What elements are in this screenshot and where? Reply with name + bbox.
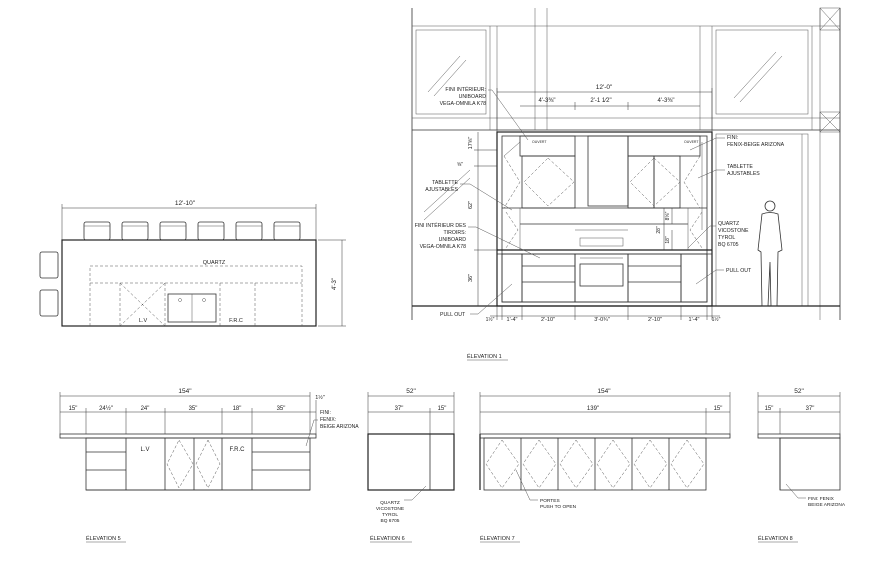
elev5-note-3: BEIGE ARIZONA: [320, 424, 359, 430]
elev5-d1: 15": [69, 406, 78, 412]
elevation-7: 154" 139" 15" PORTES PUSH TO OPEN ÉLEVAT…: [479, 388, 731, 543]
elev6-d2: 15": [438, 406, 447, 412]
elev6-note-4: BQ 6705: [381, 518, 400, 524]
plan-overall-dim: 12'-10": [175, 200, 196, 207]
elev1-note-tir-2: TIROIRS:: [444, 230, 466, 236]
elev1-left-h3: 62": [468, 201, 474, 209]
elev5-frc-label: F.R.C: [230, 447, 246, 453]
elev1-note-fini-int-1: FINI INTÉRIEUR:: [445, 86, 486, 93]
plan-frc-label: F.R.C: [229, 318, 243, 324]
elev1-note-tir-4: VEGA-OMNILA K78: [420, 244, 467, 250]
elevation-6: 52" 37" 15" QUARTZ VICOSTONE TYROL BQ 67…: [367, 388, 455, 543]
elev1-note-fini-r1: FINI:: [727, 135, 738, 141]
elev5-countertop: [59, 433, 317, 439]
elev5-d7: 1½": [315, 394, 325, 401]
elev6-overall-dim: 52": [406, 388, 416, 395]
elev1-note-tab-l2: AJUSTABLES: [425, 187, 458, 193]
elev1-note-tir-1: FINI INTÉRIEUR DES: [415, 222, 467, 229]
elev1-overall-dim: 12'-0": [596, 84, 613, 91]
elev1-bot-1: 1½": [486, 316, 495, 323]
elev1-note-fini-int-3: VEGA-OMNILA K78: [440, 101, 487, 107]
elev1-note-quartz-1: QUARTZ: [718, 221, 739, 227]
elev1-dim-top-mid: 2'-1 1⁄2": [590, 98, 611, 104]
elev1-note-quartz-3: TYROL: [718, 235, 735, 241]
elev8-d2: 37": [806, 406, 815, 412]
elevation-5: 154" 15" 24½" 24" 35" 18" 35" 1½" L.V F.…: [59, 388, 359, 543]
elev1-title: ÉLEVATION 1: [467, 353, 502, 360]
elev1-note-pull-left: PULL OUT: [440, 312, 466, 318]
elevation-1: 12'-0" 4'-3⅜" 2'-1 1⁄2" 4'-3⅜" OUVERT OU…: [411, 7, 841, 361]
elev7-countertop: [479, 433, 731, 439]
elevation-8: 52" 15" 37" FINI: FENIX BEIGE ARIZONA ÉL…: [757, 388, 846, 543]
elev8-note-2: BEIGE ARIZONA: [808, 502, 846, 508]
elev1-bot-3: 2'-10": [541, 317, 555, 323]
elev1-mid-h3: 18": [665, 236, 671, 244]
elev1-left-h4: 36": [468, 274, 474, 282]
elev1-mid-h1: 28": [656, 226, 662, 234]
elev5-d2: 24½": [99, 405, 113, 412]
elev5-d3: 24": [141, 406, 150, 412]
elev1-dim-top-right: 4'-3⅜": [658, 98, 675, 104]
person-figure: [757, 200, 783, 307]
elev8-countertop: [757, 433, 841, 439]
elev1-bot-2: 1'-4": [507, 317, 518, 323]
elev1-mid-h2: 8⅝": [665, 211, 671, 220]
elev1-note-tab-l1: TABLETTE: [432, 180, 458, 186]
elev5-d6: 35": [277, 406, 286, 412]
elev6-note-3: TYROL: [382, 512, 398, 518]
elev7-note-1: PORTES: [540, 498, 560, 504]
elev1-note-quartz-4: BQ 6705: [718, 242, 739, 248]
elev6-d1: 37": [395, 406, 404, 412]
plan-depth-dim: 4'-3": [332, 278, 338, 290]
elev5-note-1: FINI:: [320, 410, 331, 416]
elev1-bot-5: 2'-10": [648, 317, 662, 323]
elev1-dim-top-left: 4'-3⅜": [539, 98, 556, 104]
elev1-note-tab-r2: AJUSTABLES: [727, 171, 760, 177]
elev1-note-fini-r2: FENIX-BEIGE ARIZONA: [727, 142, 785, 148]
elev5-note-2: FENIX:: [320, 417, 336, 423]
elev1-range-hood: [587, 135, 629, 207]
elev6-note-1: QUARTZ: [380, 500, 400, 506]
plan-view: 12'-10" QUARTZ L.V F.R.C: [39, 200, 346, 327]
elev1-note-tir-3: UNIBOARD: [439, 237, 467, 243]
plan-lv-label: L.V: [139, 318, 148, 324]
elev5-d5: 18": [233, 406, 242, 412]
elev1-range: [574, 253, 629, 303]
elev1-bot-6: 1'-4": [689, 317, 700, 323]
elev1-left-h2: ⅝": [457, 162, 463, 168]
elev7-overall-dim: 154": [597, 388, 611, 395]
elev8-note-1: FINI: FENIX: [808, 496, 835, 502]
elev7-title: ÉLEVATION 7: [480, 535, 515, 542]
elev7-d1: 139": [587, 406, 599, 412]
elev1-note-pull-right: PULL OUT: [726, 268, 752, 274]
elev1-bot-4: 3'-0¾": [594, 317, 610, 323]
elev5-title: ÉLEVATION 5: [86, 535, 121, 542]
elev7-d2: 15": [714, 406, 723, 412]
elev1-ouvert-left: OUVERT: [532, 140, 547, 144]
plan-island-outline: [61, 239, 317, 327]
elev8-d1: 15": [765, 406, 774, 412]
elev1-note-tab-r1: TABLETTE: [727, 164, 753, 170]
plan-stool-side-1: [39, 251, 59, 279]
elev8-overall-dim: 52": [794, 388, 804, 395]
elev6-note-2: VICOSTONE: [376, 506, 404, 512]
elev1-note-quartz-2: VICOSTONE: [718, 228, 749, 234]
plan-quartz-label: QUARTZ: [203, 260, 226, 266]
elev5-lv-label: L.V: [140, 447, 149, 453]
plan-stool-side-2: [39, 289, 59, 317]
elev6-island-side: [367, 433, 455, 491]
elev1-bot-7: 1½": [712, 316, 721, 323]
elev5-d4: 35": [189, 406, 198, 412]
elev7-note-2: PUSH TO OPEN: [540, 504, 577, 510]
elev8-title: ÉLEVATION 8: [758, 535, 793, 542]
elev1-left-h1: 17⅝": [468, 137, 474, 150]
elev6-title: ÉLEVATION 6: [370, 535, 405, 542]
elev1-ouvert-right: OUVERT: [684, 140, 699, 144]
elev1-cabinet-casing: [496, 131, 713, 307]
elev5-overall-dim: 154": [178, 388, 192, 395]
plan-stools-top: [83, 221, 301, 241]
elev1-note-fini-int-2: UNIBOARD: [459, 94, 487, 100]
